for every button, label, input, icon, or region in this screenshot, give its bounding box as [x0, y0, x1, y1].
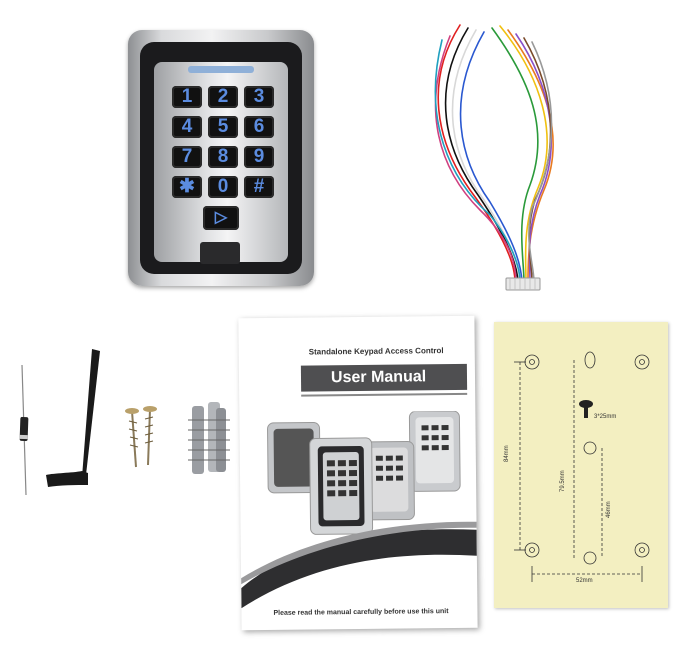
diode	[19, 365, 29, 495]
cable-connector	[505, 277, 541, 291]
key-3: 3	[244, 86, 274, 108]
keypad-illustration-1	[267, 421, 321, 494]
keypad-illustration-2	[408, 410, 461, 492]
key-8: 8	[208, 146, 238, 168]
screws	[125, 406, 157, 468]
wire-blue	[459, 31, 523, 283]
manual-product-photo	[267, 410, 461, 535]
key-enter: ▷	[203, 206, 239, 230]
width-dimension-label: 52mm	[576, 578, 593, 584]
mounting-template: 3*25mm 84mm 79.5mm 46mm 52mm	[494, 322, 668, 608]
status-led	[188, 66, 254, 73]
key-1: 1	[172, 86, 202, 108]
wire-red	[437, 24, 516, 283]
key-star: ✱	[172, 176, 202, 198]
wire-green	[491, 27, 539, 283]
wire-pink	[434, 35, 517, 283]
key-4: 4	[172, 116, 202, 138]
wall-anchors	[188, 402, 230, 474]
key-6: 6	[244, 116, 274, 138]
wire-cyan	[434, 39, 521, 283]
card-reader-slot	[200, 242, 240, 264]
wire-yellow	[499, 25, 548, 283]
template-drawing	[514, 351, 650, 582]
key-2: 2	[208, 86, 238, 108]
manual-swoosh	[241, 521, 477, 609]
manual-divider	[301, 392, 468, 397]
screw-illustration	[579, 400, 593, 418]
manual-title: User Manual	[330, 368, 427, 387]
manual-footer: Please read the manual carefully before …	[273, 608, 449, 617]
key-9: 9	[244, 146, 274, 168]
hex-key	[46, 349, 100, 487]
height-dimension-label: 84mm	[504, 445, 510, 462]
key-hash: #	[244, 176, 274, 198]
lower-dimension-label: 46mm	[606, 501, 612, 518]
key-0: 0	[208, 176, 238, 198]
user-manual: Standalone Keypad Access Control User Ma…	[238, 315, 478, 631]
keypad-device: 1 2 3 4 5 6 7 8 9 ✱ 0 # ▷	[128, 30, 314, 286]
key-5: 5	[208, 116, 238, 138]
key-7: 7	[172, 146, 202, 168]
wire-grey	[528, 41, 553, 283]
cable-bundle	[434, 24, 554, 291]
manual-subtitle: Standalone Keypad Access Control	[308, 346, 444, 357]
screw-size-label: 3*25mm	[594, 414, 617, 420]
middle-dimension-label: 79.5mm	[560, 470, 566, 492]
